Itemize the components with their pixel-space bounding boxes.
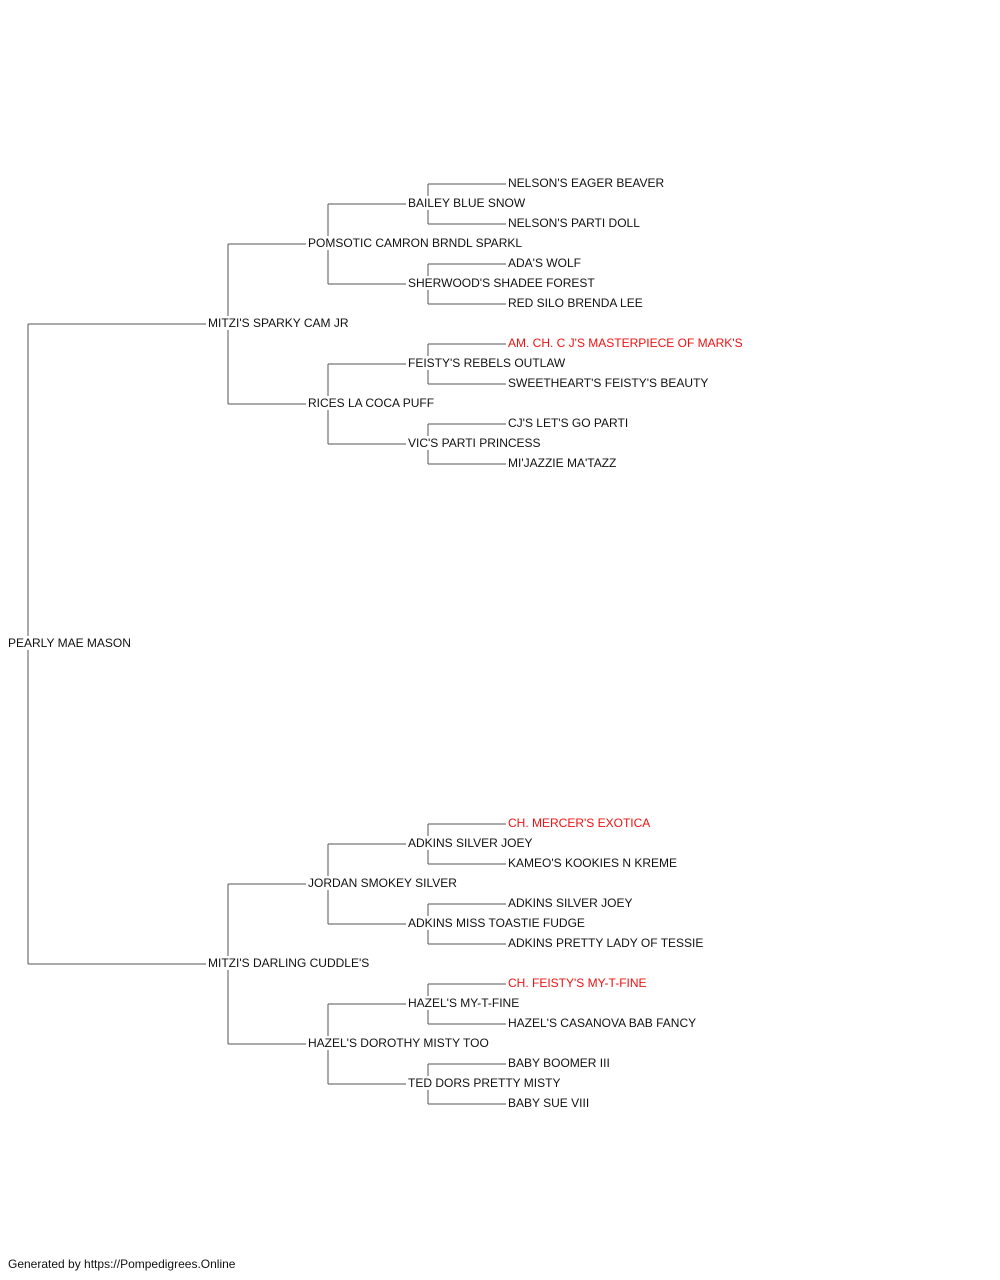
ancestor-name-gen-4: AM. CH. C J'S MASTERPIECE OF MARK'S	[508, 336, 744, 350]
ancestor-name-gen-4: ADKINS SILVER JOEY	[508, 896, 634, 910]
subject-dog-name: PEARLY MAE MASON	[8, 636, 132, 650]
ancestor-name-gen-2: POMSOTIC CAMRON BRNDL SPARKL	[308, 236, 524, 250]
ancestor-name-gen-4: HAZEL'S CASANOVA BAB FANCY	[508, 1016, 698, 1030]
ancestor-name-gen-4: CH. MERCER'S EXOTICA	[508, 816, 652, 830]
ancestor-name-gen-3: SHERWOOD'S SHADEE FOREST	[408, 276, 596, 290]
ancestor-name-gen-4: SWEETHEART'S FEISTY'S BEAUTY	[508, 376, 710, 390]
ancestor-name-gen-4: NELSON'S PARTI DOLL	[508, 216, 641, 230]
ancestor-name-gen-4: CH. FEISTY'S MY-T-FINE	[508, 976, 648, 990]
ancestor-name-gen-3: HAZEL'S MY-T-FINE	[408, 996, 521, 1010]
ancestor-name-gen-4: ADA'S WOLF	[508, 256, 582, 270]
ancestor-name-gen-3: VIC'S PARTI PRINCESS	[408, 436, 542, 450]
ancestor-name-gen-3: FEISTY'S REBELS OUTLAW	[408, 356, 567, 370]
ancestor-name-gen-4: BABY BOOMER III	[508, 1056, 611, 1070]
ancestor-name-gen-1: MITZI'S DARLING CUDDLE'S	[208, 956, 371, 970]
footer-credit: Generated by https://Pompedigrees.Online	[8, 1257, 236, 1271]
ancestor-name-gen-4: BABY SUE VIII	[508, 1096, 591, 1110]
ancestor-name-gen-3: BAILEY BLUE SNOW	[408, 196, 527, 210]
ancestor-name-gen-4: ADKINS PRETTY LADY OF TESSIE	[508, 936, 705, 950]
ancestor-name-gen-2: JORDAN SMOKEY SILVER	[308, 876, 458, 890]
ancestor-name-gen-4: CJ'S LET'S GO PARTI	[508, 416, 630, 430]
ancestor-name-gen-2: HAZEL'S DOROTHY MISTY TOO	[308, 1036, 490, 1050]
ancestor-name-gen-3: ADKINS MISS TOASTIE FUDGE	[408, 916, 586, 930]
ancestor-name-gen-3: ADKINS SILVER JOEY	[408, 836, 534, 850]
ancestor-name-gen-4: MI'JAZZIE MA'TAZZ	[508, 456, 618, 470]
ancestor-name-gen-4: KAMEO'S KOOKIES N KREME	[508, 856, 678, 870]
ancestor-name-gen-4: NELSON'S EAGER BEAVER	[508, 176, 666, 190]
ancestor-name-gen-3: TED DORS PRETTY MISTY	[408, 1076, 562, 1090]
ancestor-name-gen-1: MITZI'S SPARKY CAM JR	[208, 316, 350, 330]
ancestor-name-gen-4: RED SILO BRENDA LEE	[508, 296, 644, 310]
ancestor-name-gen-2: RICES LA COCA PUFF	[308, 396, 436, 410]
